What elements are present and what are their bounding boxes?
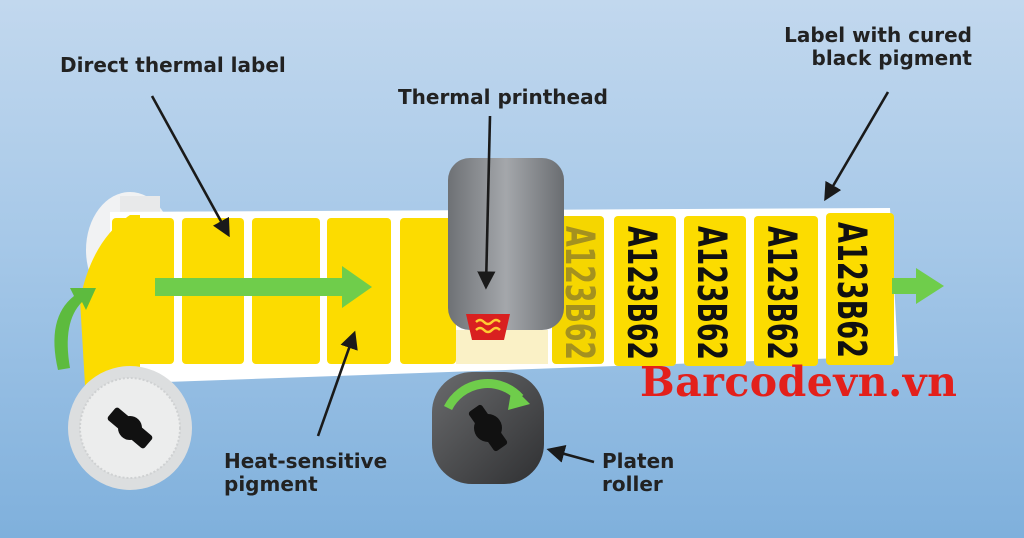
roll-rotation-arrow	[54, 288, 96, 370]
printed-labels	[552, 213, 894, 366]
exit-direction-arrow	[892, 268, 944, 304]
heating-element	[466, 314, 510, 340]
supply-roll-end	[68, 366, 192, 490]
platen-roller-caption: Platen roller	[602, 449, 675, 496]
printed-code-4: A123B62	[758, 226, 804, 360]
thermal-printhead-caption: Thermal printhead	[398, 85, 608, 109]
direct-thermal-label-caption: Direct thermal label	[60, 53, 286, 77]
cured-label-caption: Label with cured black pigment	[784, 23, 972, 70]
heat-sensitive-pigment-caption: Heat-sensitive pigment	[224, 449, 388, 496]
feed-direction-arrow	[155, 266, 372, 308]
printed-code-5: A123B62	[828, 222, 874, 358]
printed-code-2: A123B62	[618, 226, 664, 360]
platen-roller	[432, 372, 544, 484]
printed-code-3: A123B62	[688, 226, 734, 360]
thermal-printhead	[448, 158, 564, 340]
watermark: Barcodevn.vn	[640, 358, 958, 406]
leader-lines	[150, 91, 890, 464]
